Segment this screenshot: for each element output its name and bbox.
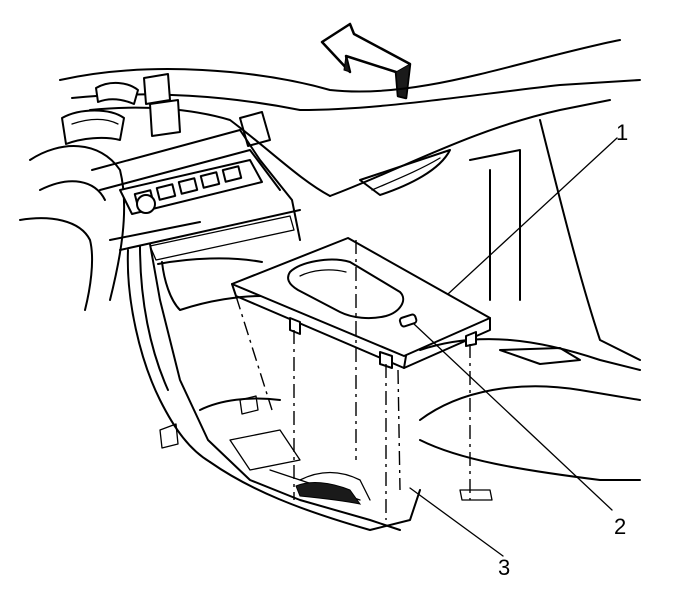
assembly-guide-lines bbox=[235, 240, 471, 520]
leader-line-3 bbox=[409, 487, 504, 557]
callout-1: 1 bbox=[616, 120, 628, 145]
leader-line-1 bbox=[447, 137, 618, 295]
callout-2: 2 bbox=[614, 514, 626, 539]
passenger-side-panel bbox=[419, 119, 641, 501]
instrument-panel bbox=[19, 39, 641, 311]
forward-arrow-icon bbox=[320, 22, 412, 100]
leader-line-2 bbox=[413, 323, 613, 511]
console-surround bbox=[126, 243, 421, 531]
shift-trim-plate bbox=[231, 237, 491, 369]
callout-3: 3 bbox=[498, 555, 510, 580]
leader-lines bbox=[409, 137, 618, 557]
